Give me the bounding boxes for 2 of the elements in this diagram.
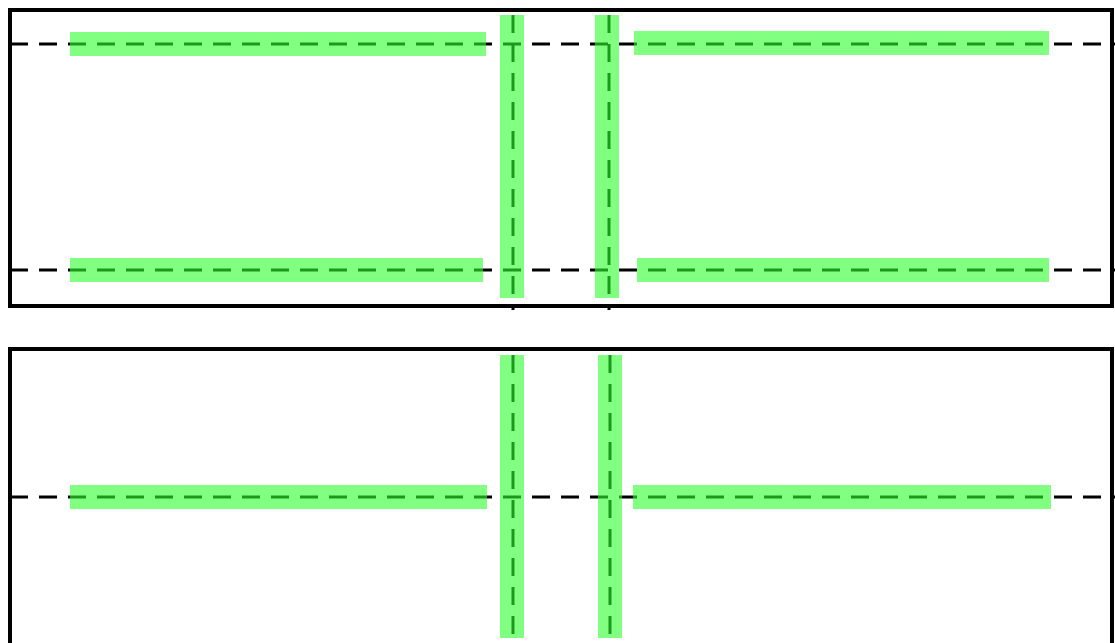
panel-frame	[8, 347, 1114, 643]
panel-frame	[8, 8, 1114, 308]
